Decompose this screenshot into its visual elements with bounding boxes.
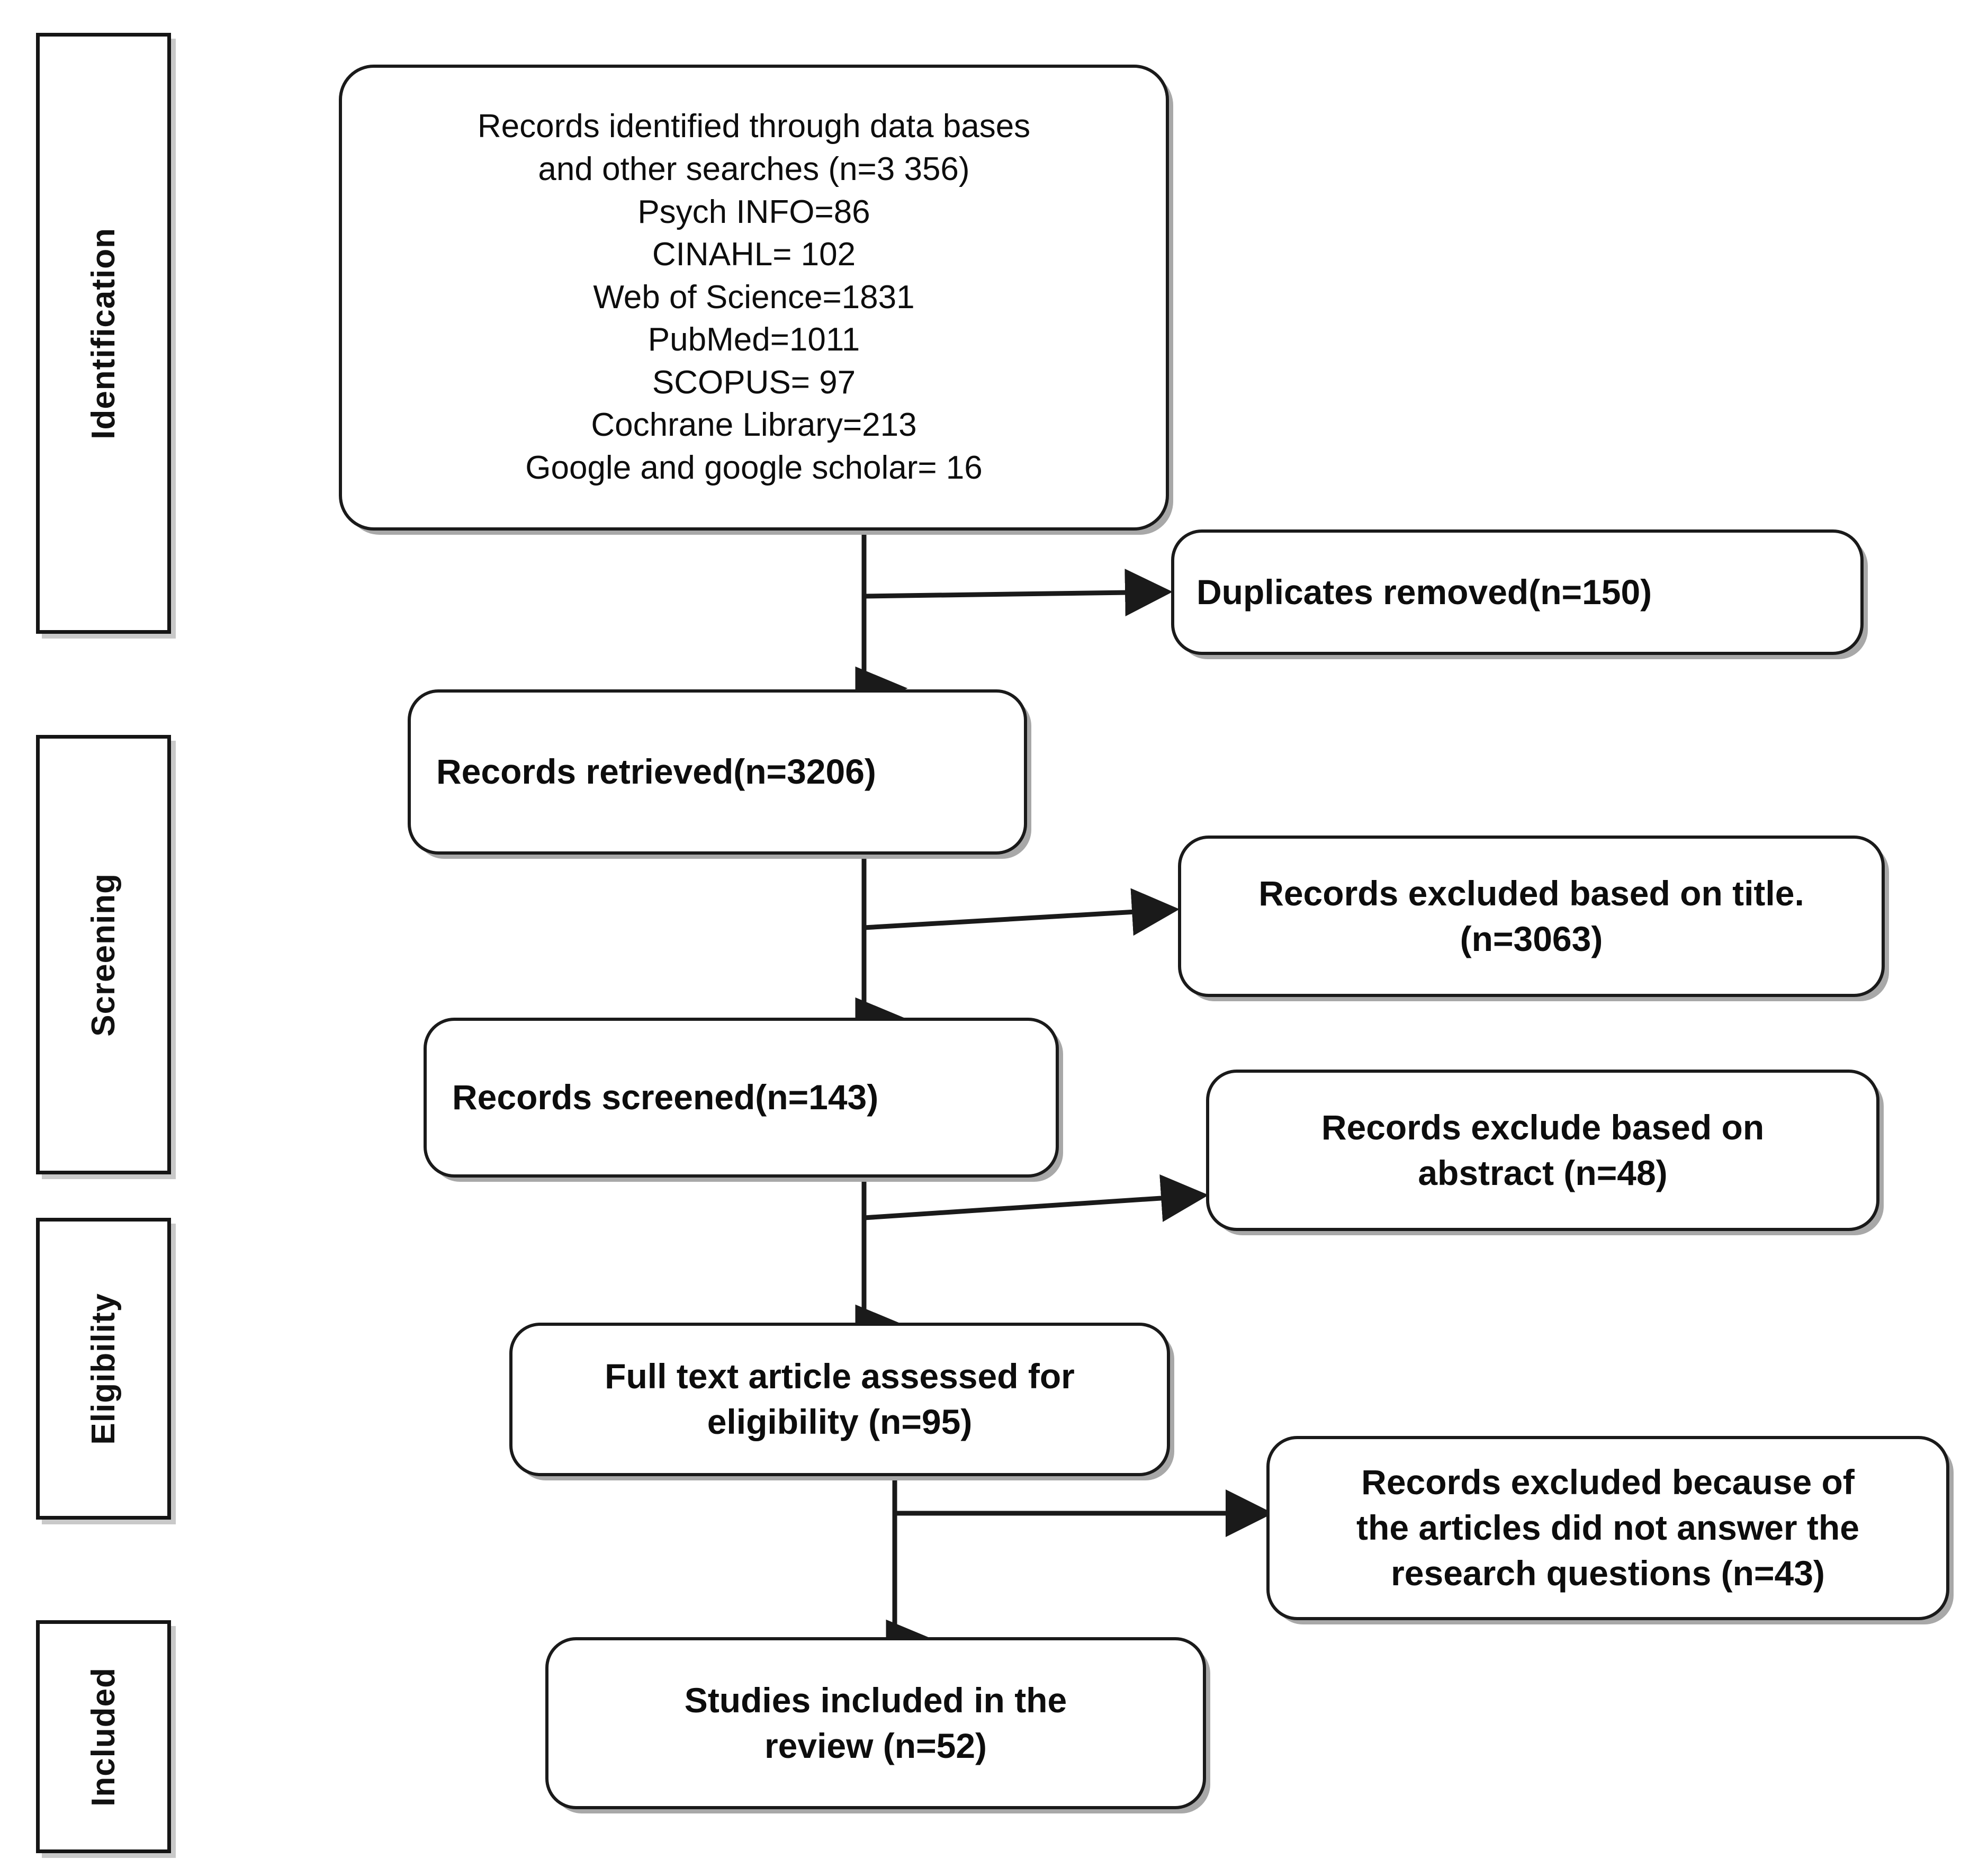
stage-label-eligibility: Eligibility xyxy=(85,1292,122,1445)
node-records-screened: Records screened(n=143) xyxy=(424,1018,1059,1178)
stage-label-identification: Identification xyxy=(85,227,122,439)
node-records-identified: Records identified through data bases an… xyxy=(339,65,1169,531)
node-excluded-title: Records excluded based on title. (n=3063… xyxy=(1178,836,1885,997)
stage-box-identification: Identification xyxy=(36,33,171,634)
node-records-retrieved: Records retrieved(n=3206) xyxy=(408,689,1027,855)
node-fulltext-assessed-text: Full text article assessed for eligibili… xyxy=(605,1357,1075,1441)
node-records-identified-text: Records identified through data bases an… xyxy=(477,108,1031,487)
stage-label-included: Included xyxy=(85,1667,122,1807)
node-excluded-title-text: Records excluded based on title. (n=3063… xyxy=(1258,873,1804,958)
node-excluded-questions: Records excluded because of the articles… xyxy=(1266,1436,1949,1620)
node-excluded-abstract-text: Records exclude based on abstract (n=48) xyxy=(1321,1107,1765,1192)
node-studies-included: Studies included in the review (n=52) xyxy=(545,1637,1206,1809)
node-fulltext-assessed: Full text article assessed for eligibili… xyxy=(509,1323,1170,1476)
connector-branch-excluded-title xyxy=(863,888,1180,936)
node-excluded-abstract: Records exclude based on abstract (n=48) xyxy=(1206,1070,1879,1231)
stage-box-screening: Screening xyxy=(36,735,171,1174)
stage-box-eligibility: Eligibility xyxy=(36,1218,171,1520)
stage-label-screening: Screening xyxy=(85,873,122,1037)
node-records-screened-text: Records screened(n=143) xyxy=(452,1077,879,1117)
node-duplicates-removed: Duplicates removed(n=150) xyxy=(1171,529,1864,655)
connector-branch-excluded-abstract xyxy=(863,1174,1209,1222)
connector-branch-duplicates xyxy=(863,569,1173,617)
node-excluded-questions-text: Records excluded because of the articles… xyxy=(1356,1462,1859,1593)
node-duplicates-removed-text: Duplicates removed(n=150) xyxy=(1197,572,1652,612)
node-studies-included-text: Studies included in the review (n=52) xyxy=(684,1680,1067,1765)
node-records-retrieved-text: Records retrieved(n=3206) xyxy=(436,752,876,792)
stage-box-included: Included xyxy=(36,1620,171,1853)
